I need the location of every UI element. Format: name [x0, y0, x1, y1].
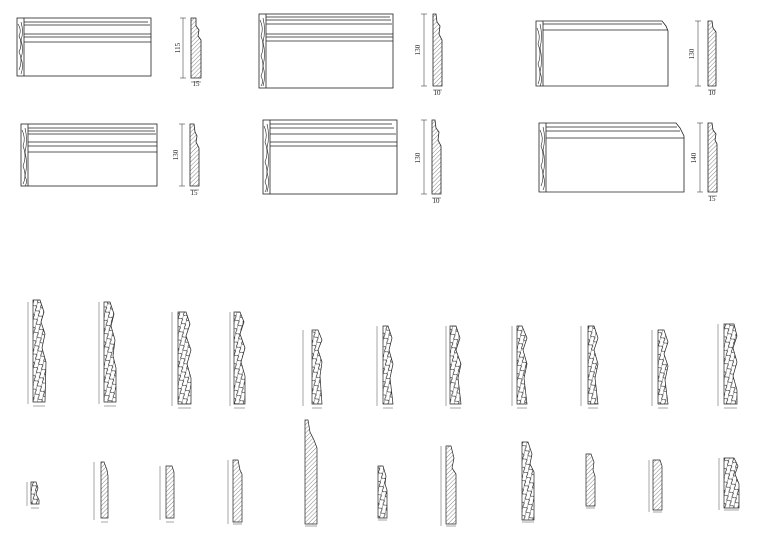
moulding-section-r1-5 [302, 329, 323, 409]
baseboard-elevation-6 [538, 122, 685, 193]
baseboard-section-5: 130 10 [414, 119, 442, 205]
moulding-section-r2-10 [648, 459, 663, 513]
baseboard-section-3: 130 10 [688, 20, 717, 97]
moulding-section-r1-6 [376, 325, 394, 409]
baseboard-6-height: 140 [690, 152, 698, 163]
moulding-section-r1-1 [27, 299, 47, 407]
baseboard-5-height: 130 [414, 152, 422, 163]
moulding-section-r2-8 [521, 441, 535, 523]
baseboard-4-thickness: 15 [191, 189, 199, 197]
moulding-section-r2-11 [718, 457, 740, 511]
baseboard-5-thickness: 10 [433, 197, 441, 205]
moulding-section-r2-4 [227, 459, 243, 525]
baseboard-3-thickness: 10 [709, 89, 717, 97]
moulding-section-r2-9 [585, 453, 596, 509]
baseboard-1-height: 115 [174, 42, 182, 53]
moulding-row-1 [27, 299, 738, 409]
moulding-section-r1-4 [229, 311, 246, 409]
moulding-section-r2-3 [159, 465, 175, 523]
baseboard-section-2: 130 10 [414, 13, 443, 97]
baseboard-6-thickness: 15 [709, 195, 717, 203]
baseboard-elevation-3 [535, 20, 669, 87]
moulding-section-r1-8 [511, 325, 528, 409]
moulding-section-r2-5 [304, 419, 318, 527]
baseboard-3-height: 130 [688, 48, 696, 59]
moulding-section-r1-9 [580, 325, 599, 409]
moulding-section-r1-7 [445, 325, 462, 409]
baseboard-section-6: 140 15 [690, 122, 718, 203]
moulding-section-r2-2 [93, 461, 109, 523]
baseboard-elevation-1 [16, 17, 152, 77]
moulding-row-2 [26, 419, 740, 527]
moulding-section-r1-10 [651, 329, 669, 409]
baseboard-4-height: 130 [172, 149, 180, 160]
moulding-section-r2-6 [377, 465, 388, 521]
moulding-section-r1-11 [717, 323, 738, 409]
baseboard-1-thickness: 15 [193, 80, 201, 88]
baseboard-elevation-4 [20, 123, 158, 187]
baseboard-2-height: 130 [414, 44, 422, 55]
moulding-section-r1-2 [98, 301, 117, 407]
baseboard-elevation-5 [262, 119, 398, 195]
moulding-section-r2-1 [26, 481, 40, 509]
baseboard-2-thickness: 10 [434, 89, 442, 97]
baseboard-section-4: 130 15 [172, 123, 200, 197]
moulding-section-r2-7 [440, 445, 457, 527]
moulding-section-r1-3 [171, 311, 192, 409]
baseboard-elevation-2 [258, 13, 394, 89]
baseboard-section-1: 115 15 [174, 17, 202, 88]
